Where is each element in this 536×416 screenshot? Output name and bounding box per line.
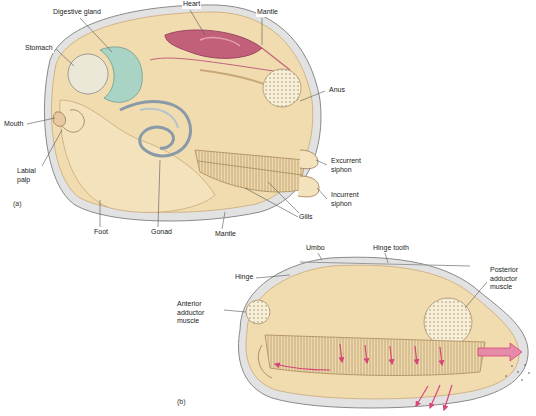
part-label: Gills	[298, 213, 314, 222]
part-label: Gonad	[150, 228, 173, 237]
clam-b	[239, 257, 530, 410]
part-label: Heart	[182, 0, 201, 9]
panel-letter: (b)	[176, 398, 187, 407]
part-label: Mouth	[3, 120, 24, 129]
part-label: Hinge	[234, 273, 254, 282]
part-label: Incurrent siphon	[330, 191, 372, 208]
part-label: Stomach	[24, 44, 54, 53]
part-label: Labial palp	[16, 167, 48, 184]
part-label: Foot	[93, 228, 109, 237]
part-label: Mantle	[256, 8, 279, 17]
part-label: Anus	[328, 86, 346, 95]
part-label: Posterior adductor muscle	[489, 266, 533, 292]
clam-a	[44, 5, 321, 221]
part-label: Digestive gland	[52, 8, 102, 17]
part-label: Excurrent siphon	[330, 157, 372, 174]
leader-lines	[27, 10, 487, 312]
part-label: Anterior adductor muscle	[176, 300, 224, 326]
panel-letter: (a)	[12, 200, 23, 209]
part-label: Hinge tooth	[372, 244, 410, 253]
part-label: Umbo	[305, 244, 326, 253]
part-label: Mantle	[214, 230, 237, 239]
